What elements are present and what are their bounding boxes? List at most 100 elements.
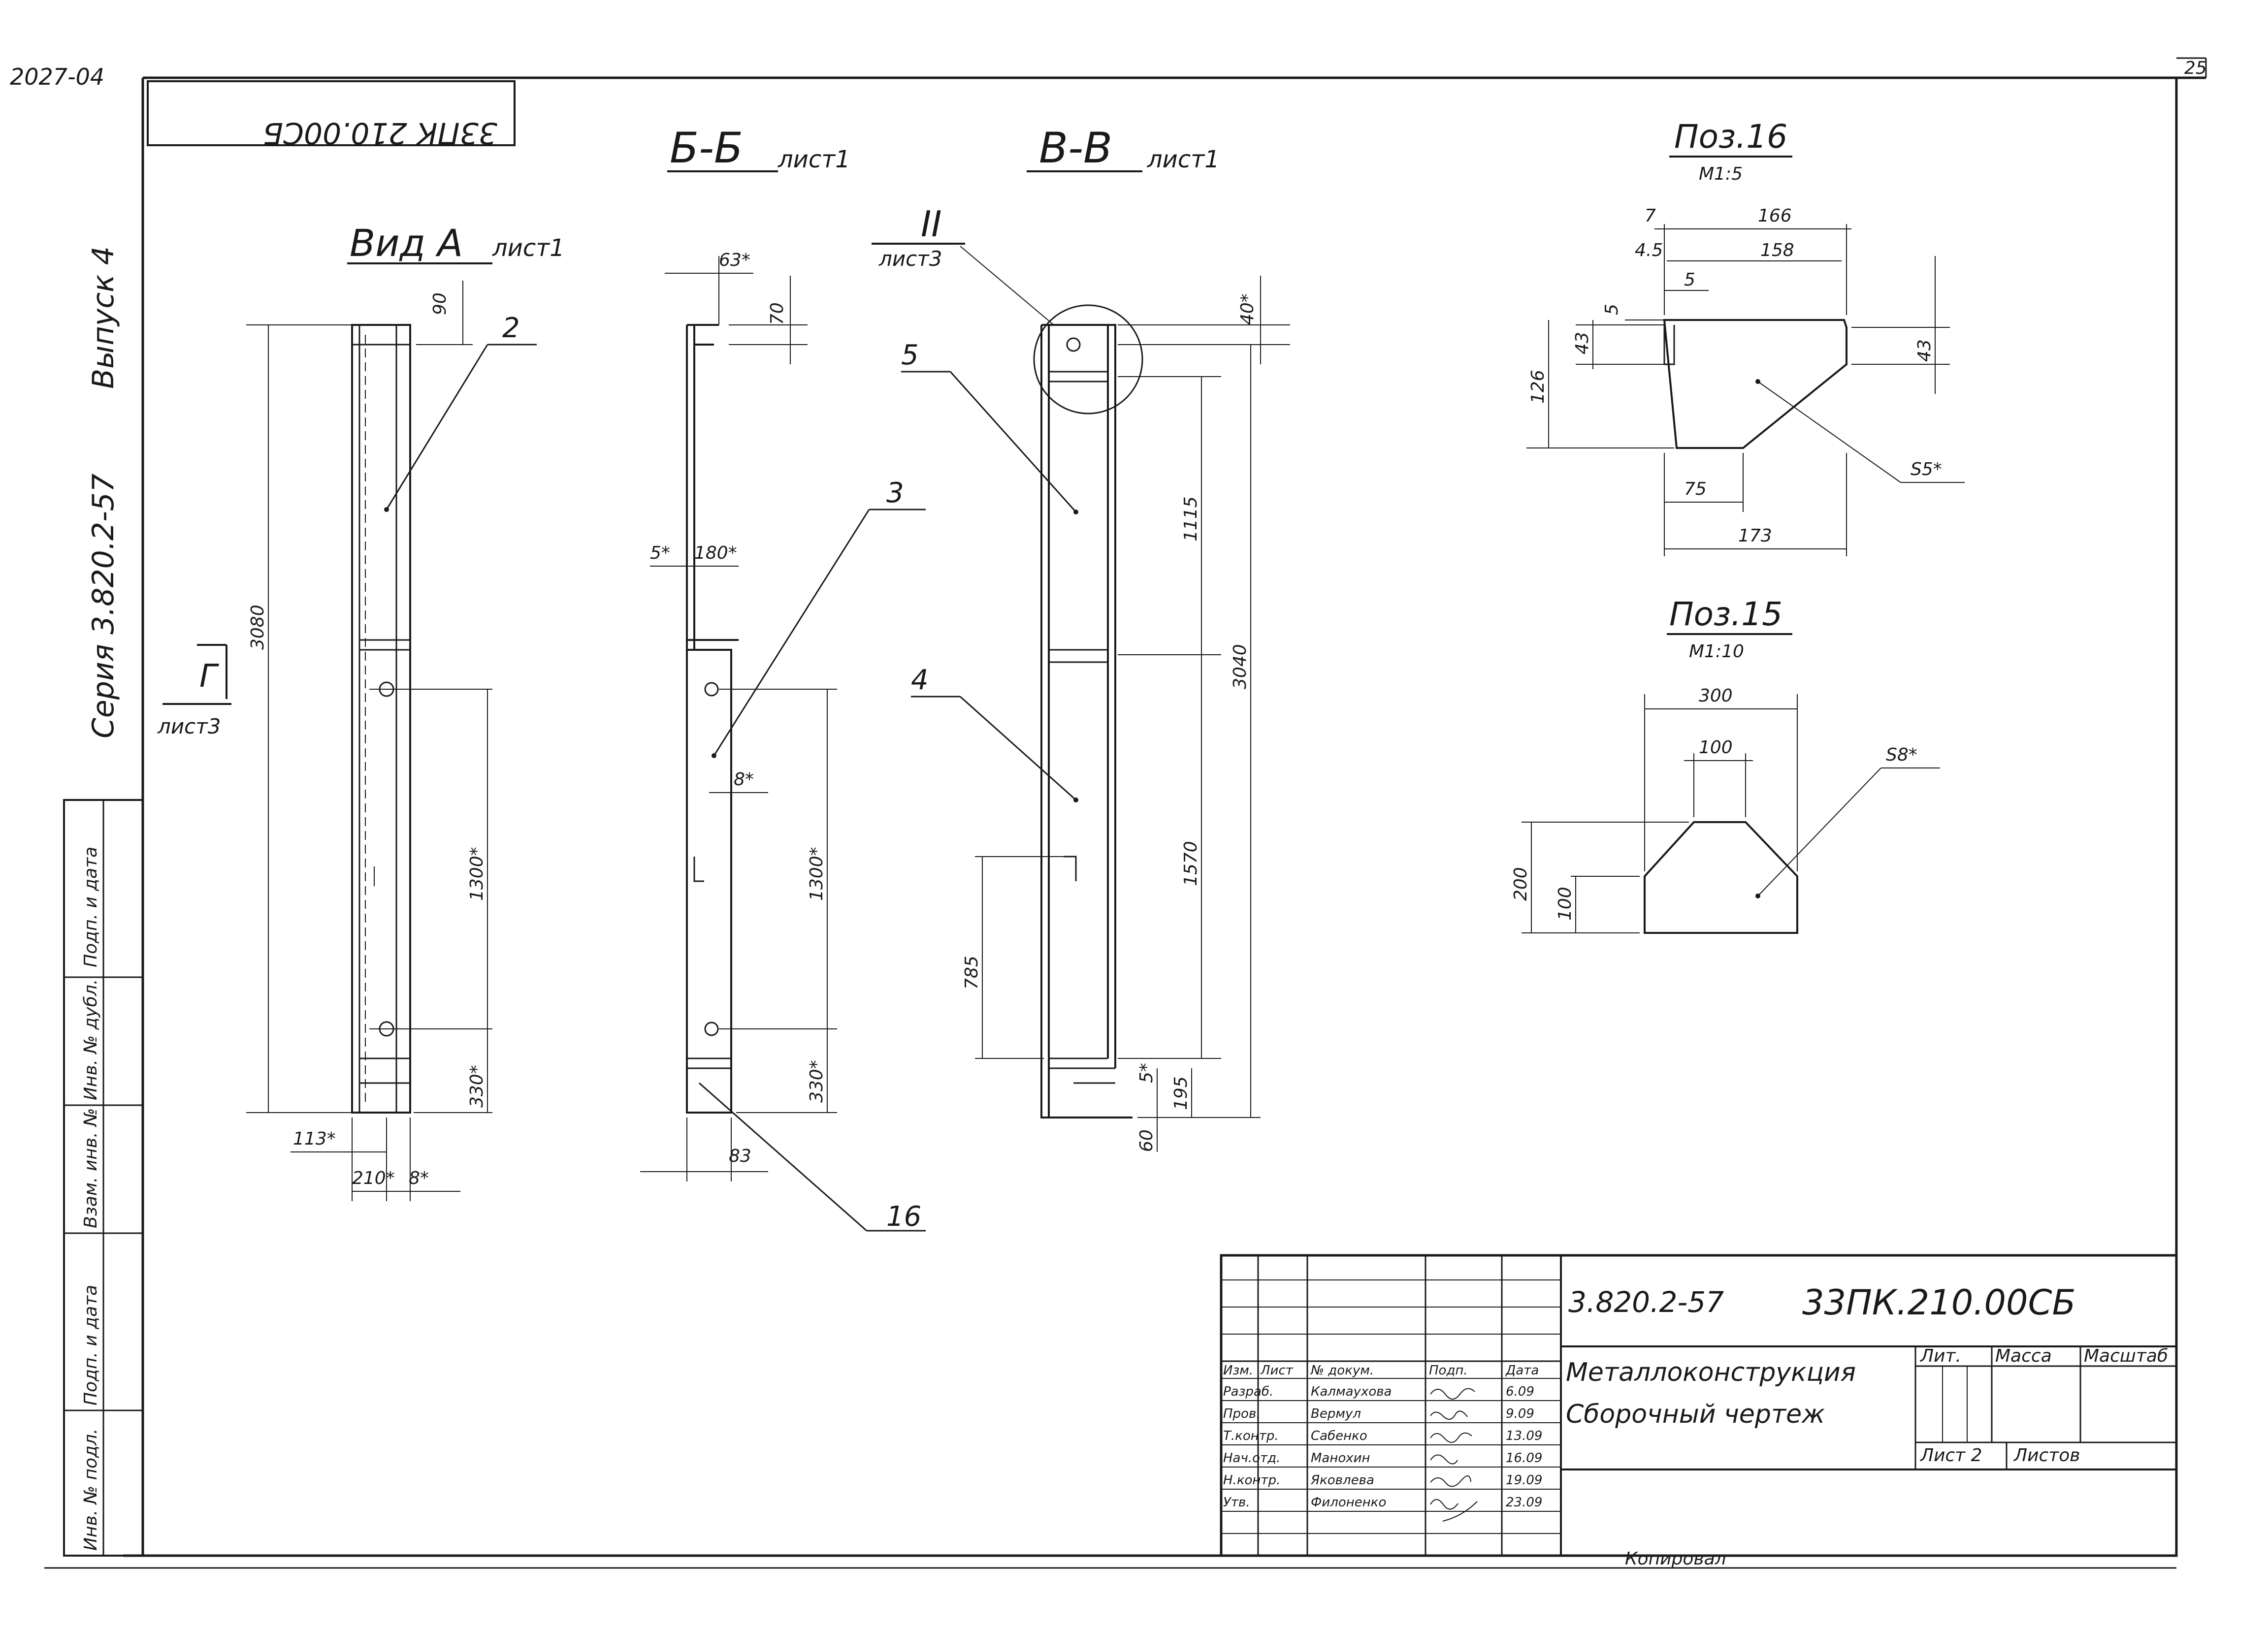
view-a-sheet-ref: лист1 <box>492 234 565 262</box>
pos16-dim-5-top: 5 <box>1684 270 1695 290</box>
view-a-dim-113: 113* <box>293 1129 336 1149</box>
view-a-title: Вид А <box>350 221 463 265</box>
section-vv-leader-4: 4 <box>911 664 929 696</box>
tb-mass-label: Масса <box>1995 1346 2052 1366</box>
node-mark: II <box>921 203 941 245</box>
pos16-dim-43-left: 43 <box>1572 332 1592 354</box>
section-vv-dim-1115: 1115 <box>1181 496 1201 542</box>
tb-row-role: Т.контр. <box>1223 1429 1279 1443</box>
section-mark-g-ref: лист3 <box>157 714 221 738</box>
tb-row-name: Сабенко <box>1311 1429 1367 1443</box>
pos15-scale: М1:10 <box>1689 641 1744 662</box>
pos16-dim-166: 166 <box>1758 206 1792 226</box>
section-vv-dim-195: 195 <box>1171 1076 1191 1110</box>
issue-label: Выпуск 4 <box>86 246 121 389</box>
tb-row-date: 19.09 <box>1506 1473 1542 1488</box>
tb-header-list: Лист <box>1260 1363 1294 1378</box>
view-a-dim-210: 210* <box>352 1168 395 1188</box>
tb-doc-code: 33ПК.210.00СБ <box>1802 1282 2076 1323</box>
tb-row-role: Н.контр. <box>1223 1473 1280 1488</box>
section-vv-dim-3040: 3040 <box>1230 644 1250 689</box>
tb-row-date: 9.09 <box>1506 1406 1534 1421</box>
pos16-title: Поз.16 <box>1674 118 1787 156</box>
section-bb-title: Б-Б <box>670 124 743 173</box>
pos16-dim-75: 75 <box>1684 479 1707 499</box>
section-vv: В-В лист1 II лист3 40* 1115 1570 3040 78… <box>872 124 1290 1152</box>
section-bb-dim-5: 5* <box>650 543 670 563</box>
mirrored-code-text: 33ПК 210.00СБ <box>263 116 497 150</box>
pos16-dim-173: 173 <box>1738 526 1772 546</box>
tb-scale-label: Масштаб <box>2084 1346 2168 1366</box>
tb-sheet-label: Лист 2 <box>1919 1445 1982 1466</box>
tb-row-name: Манохин <box>1311 1451 1370 1466</box>
section-bb-dim-330: 330* <box>807 1060 827 1103</box>
section-vv-dim-60: 60 <box>1136 1129 1157 1152</box>
section-bb-dim-8: 8* <box>734 769 754 790</box>
tb-row-name: Филоненко <box>1311 1495 1386 1510</box>
tb-header-izm: Изм. <box>1223 1363 1253 1378</box>
tb-lit-label: Лит. <box>1919 1346 1961 1366</box>
section-vv-sheet-ref: лист1 <box>1147 146 1220 173</box>
archive-number: 2027-04 <box>10 64 104 90</box>
tb-row-name: Вермул <box>1311 1406 1361 1421</box>
drawing-frame <box>44 57 2207 1569</box>
title-block: Изм. Лист № докум. Подп. Дата Разраб. Ка… <box>1220 1254 2178 1557</box>
tb-row-name: Яковлева <box>1310 1473 1374 1488</box>
section-bb-dim-1300: 1300* <box>807 847 827 901</box>
view-a-dim-8: 8* <box>409 1168 429 1188</box>
view-a-dim-1300: 1300* <box>467 847 487 901</box>
tb-row-role: Разраб. <box>1223 1384 1273 1399</box>
tb-header-doc: № докум. <box>1310 1363 1374 1378</box>
tb-name-line2: Сборочный чертеж <box>1566 1400 1825 1429</box>
tb-name-line1: Металлоконструкция <box>1566 1358 1856 1387</box>
pos16-thickness: S5* <box>1911 459 1942 479</box>
tb-row-role: Пров. <box>1223 1406 1261 1421</box>
pos16-detail: Поз.16 М1:5 7 166 4.5 158 5 5 43 126 43 … <box>1526 118 1965 556</box>
pos16-dim-43-right: 43 <box>1914 339 1935 362</box>
tb-row-name: Калмаухова <box>1311 1384 1392 1399</box>
signatures-drawing <box>1430 1388 1478 1522</box>
section-bb-dim-180: 180* <box>694 543 737 563</box>
section-vv-leader-5: 5 <box>901 339 919 371</box>
tb-row-date: 13.09 <box>1506 1429 1542 1443</box>
section-vv-dim-785: 785 <box>962 956 982 990</box>
tb-row-date: 16.09 <box>1506 1451 1542 1466</box>
tb-series-code: 3.820.2-57 <box>1568 1285 1724 1319</box>
view-a-leader-2: 2 <box>502 312 520 344</box>
copy-note: Копировал <box>1625 1549 1726 1569</box>
side-stamp-cell-5: Инв. № подл. <box>81 1429 101 1551</box>
pos15-dim-300: 300 <box>1699 686 1733 706</box>
section-vv-title: В-В <box>1039 124 1112 173</box>
pos15-title: Поз.15 <box>1669 595 1782 633</box>
side-stamp: Подп. и дата Инв. № дубл. Взам. инв. № П… <box>63 799 144 1557</box>
side-stamp-cell-4: Подп. и дата <box>81 1285 101 1405</box>
section-bb-leader-16: 16 <box>886 1201 921 1233</box>
tb-row-date: 23.09 <box>1506 1495 1542 1510</box>
section-vv-dim-5: 5* <box>1136 1063 1157 1083</box>
pos16-dim-4-5: 4.5 <box>1635 240 1663 260</box>
side-stamp-cell-1: Подп. и дата <box>81 847 101 967</box>
page-number: 25 <box>2184 58 2207 78</box>
section-bb-leader-3: 3 <box>886 477 904 509</box>
pos15-dim-100-side: 100 <box>1555 887 1575 921</box>
pos15-dim-200: 200 <box>1511 867 1531 901</box>
tb-row-role: Нач.отд. <box>1223 1451 1280 1466</box>
tb-row-role: Утв. <box>1223 1495 1250 1510</box>
view-a-dim-top: 90 <box>430 292 450 315</box>
pos16-scale: М1:5 <box>1699 164 1743 184</box>
tb-header-sign: Подп. <box>1429 1363 1468 1378</box>
pos16-dim-158: 158 <box>1760 240 1794 260</box>
section-bb: Б-Б лист1 63* 70 5* 180* 8* 1300* 330* 8… <box>640 124 926 1233</box>
section-bb-dim-83: 83 <box>729 1146 751 1166</box>
section-mark-g: Г <box>199 658 219 695</box>
node-mark-ref: лист3 <box>878 247 942 271</box>
pos15-dim-100-top: 100 <box>1699 737 1733 758</box>
pos15-detail: Поз.15 М1:10 300 100 200 100 S8* <box>1511 595 1940 934</box>
series-label: Серия 3.820.2-57 <box>86 474 121 738</box>
view-a-dim-330: 330* <box>467 1065 487 1108</box>
pos16-dim-5-left: 5 <box>1602 304 1622 315</box>
pos16-dim-7: 7 <box>1645 206 1656 226</box>
section-vv-dim-40: 40* <box>1237 293 1258 325</box>
